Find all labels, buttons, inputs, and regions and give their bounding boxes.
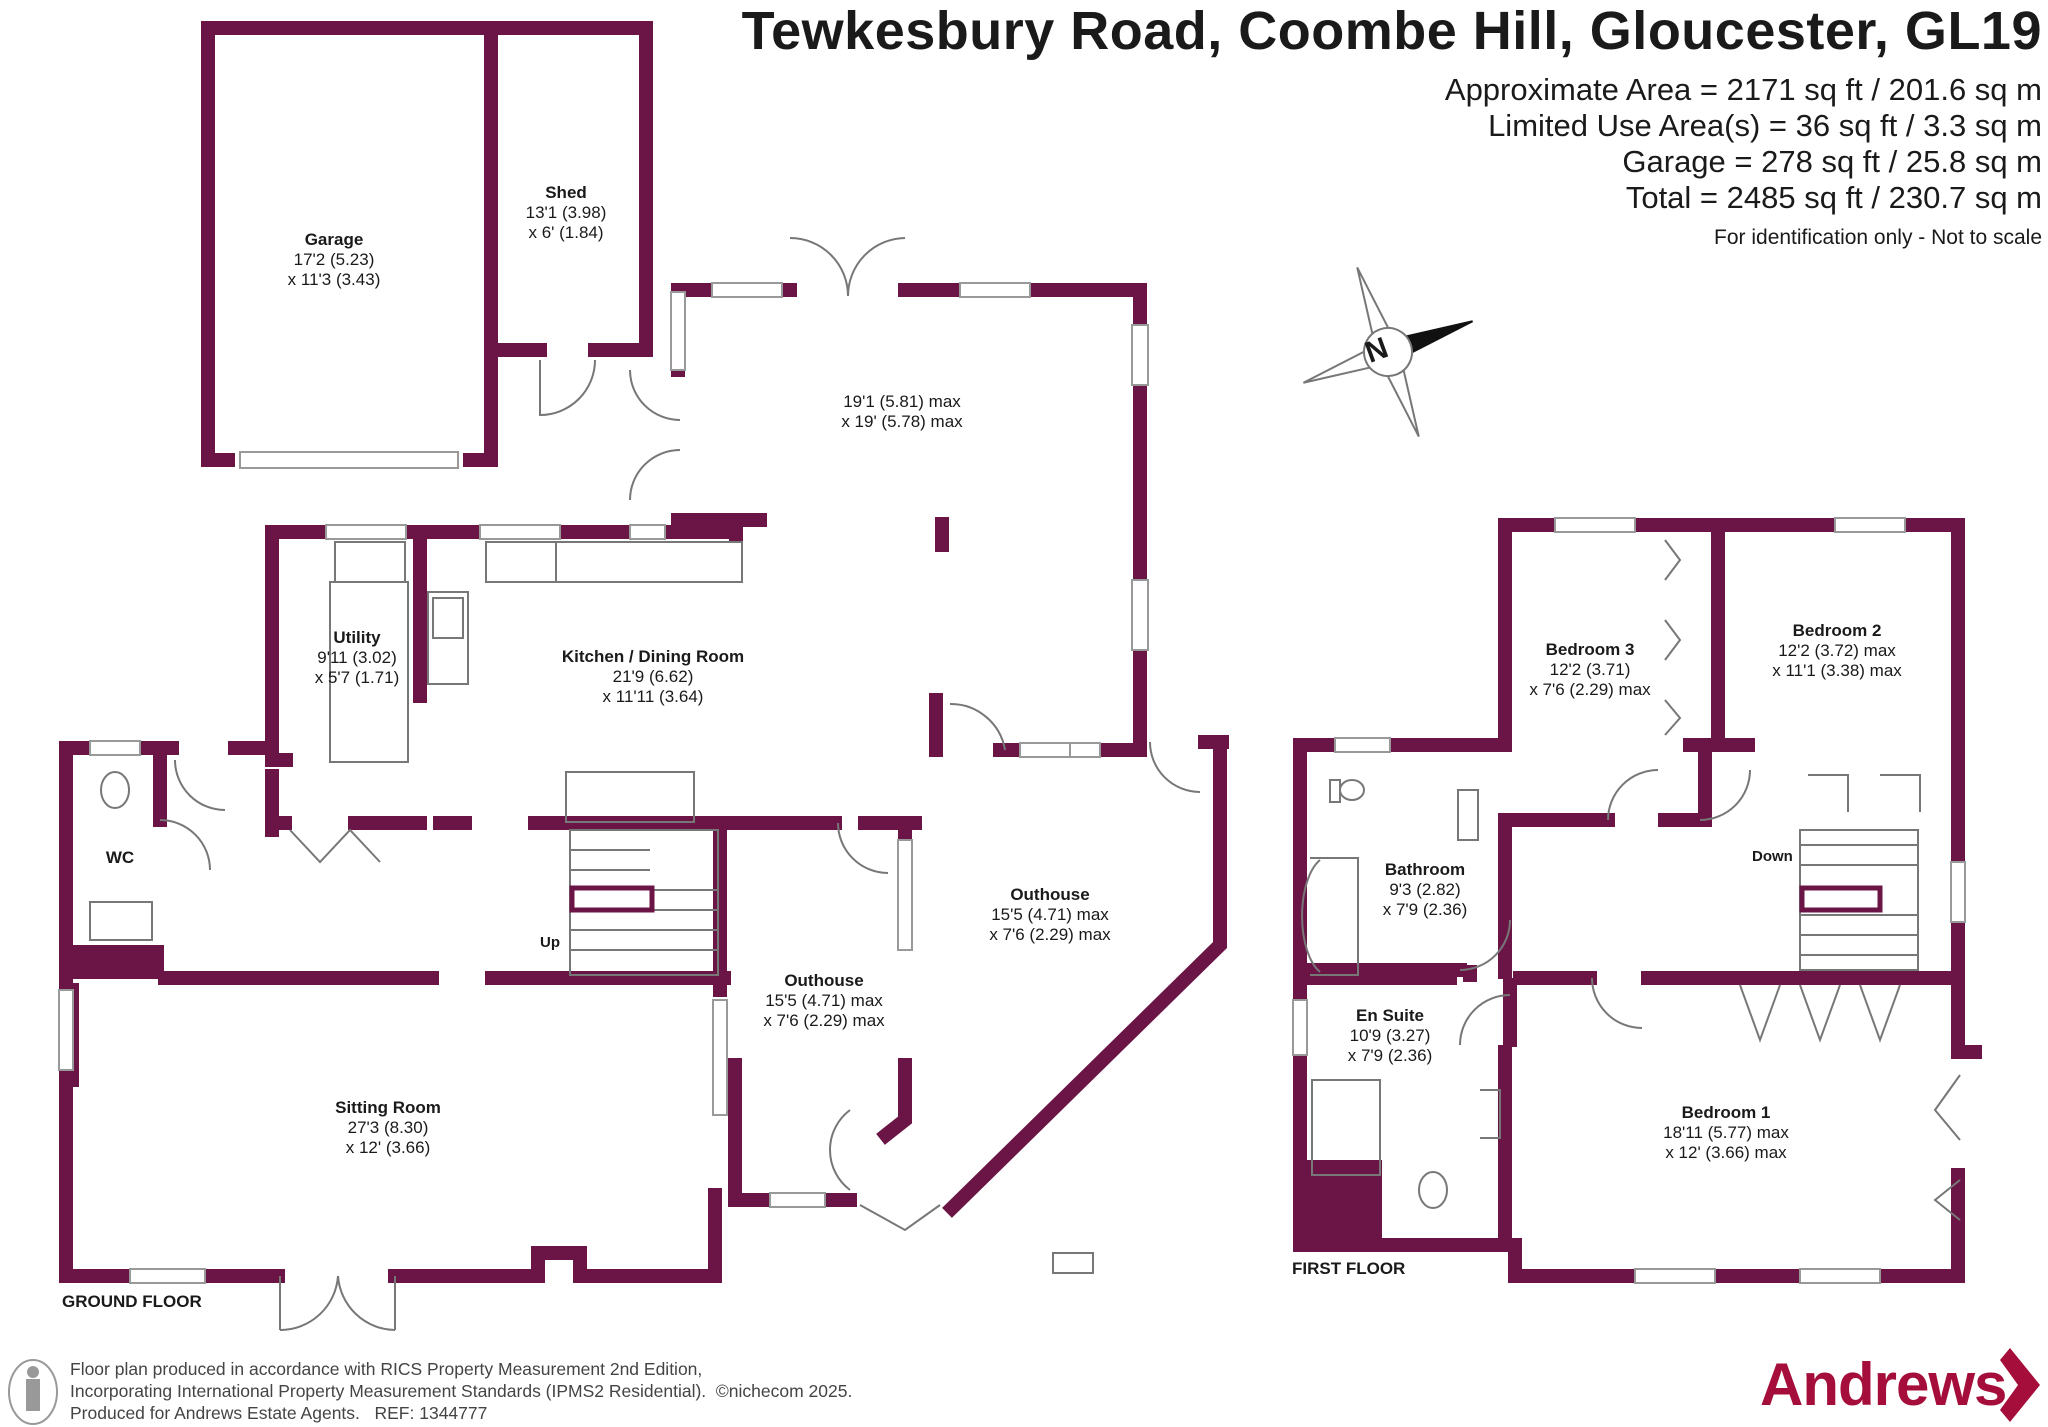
room-outhouse-west: Outhouse 15'5 (4.71) max x 7'6 (2.29) ma… [763,971,884,1031]
room-dim: x 11'11 (3.64) [602,687,704,706]
room-dim: x 7'9 (2.36) [1382,900,1468,919]
wc-solid-block [66,945,164,979]
room-conservatory: 19'1 (5.81) max x 19' (5.78) max [841,392,962,432]
scale-note: For identification only - Not to scale [1714,226,2042,249]
room-bedroom-1: Bedroom 1 18'11 (5.77) max x 12' (3.66) … [1663,1103,1789,1163]
room-name: Bathroom [1384,860,1466,879]
total-area: Total = 2485 sq ft / 230.7 sq m [1625,180,2042,215]
stairs-first [1799,829,1919,971]
room-dim: x 11'3 (3.43) [287,270,381,289]
garage-area: Garage = 278 sq ft / 25.8 sq m [1622,144,2042,179]
room-name: Garage [304,230,364,249]
approximate-area: Approximate Area = 2171 sq ft / 201.6 sq… [1444,72,2042,107]
stairs-up-label: Up [540,934,560,951]
room-dim: 13'1 (3.98) [525,203,607,222]
room-dim: 10'9 (3.27) [1349,1026,1431,1045]
room-shed: Shed 13'1 (3.98) x 6' (1.84) [526,183,607,243]
compass-rose [1302,266,1474,438]
room-dim: x 12' (3.66) [345,1138,431,1157]
fixtures-first [1301,539,1961,1221]
room-bathroom: Bathroom 9'3 (2.82) x 7'9 (2.36) [1383,860,1468,920]
kitchen-fixtures [89,541,1094,1274]
kitchen-wall [265,525,333,767]
room-utility: Utility 9'11 (3.02) x 5'7 (1.71) [315,628,400,688]
room-dim: x 6' (1.84) [528,223,604,242]
room-dim: 19'1 (5.81) max [843,392,961,411]
room-sitting: Sitting Room 27'3 (8.30) x 12' (3.66) [335,1098,441,1158]
windows-first [1292,517,1966,1284]
footer-line-2: Incorporating International Property Mea… [70,1381,707,1401]
room-dim: x 7'6 (2.29) max [1529,680,1651,699]
room-outhouse-east: Outhouse 15'5 (4.71) max x 7'6 (2.29) ma… [989,885,1110,945]
andrews-logo: Andrews [1760,1351,2007,1418]
room-dim: 21'9 (6.62) [612,667,694,686]
room-name: Bedroom 1 [1681,1103,1771,1122]
room-name: Utility [333,628,381,647]
ground-floor-label: GROUND FLOOR [62,1292,202,1311]
room-name: Outhouse [1010,885,1090,904]
outhouse-wall [728,1058,777,1207]
room-dim: 12'2 (3.72) max [1778,641,1896,660]
room-dim: x 7'9 (2.36) [1347,1046,1433,1065]
room-name: Sitting Room [335,1098,441,1117]
stairs-down-label: Down [1752,848,1793,865]
footer-credits: Floor plan produced in accordance with R… [70,1358,852,1424]
conservatory-wall [671,283,797,377]
room-garage: Garage 17'2 (5.23) x 11'3 (3.43) [288,230,381,290]
room-dim: 18'11 (5.77) max [1663,1123,1789,1142]
garage-wall [201,21,653,467]
room-dim: x 7'6 (2.29) max [763,1011,885,1030]
sitting-room-wall [388,1188,722,1283]
room-name: Outhouse [784,971,864,990]
footer-line-3: Produced for Andrews Estate Agents. [70,1403,360,1423]
room-name: Shed [545,183,587,202]
room-dim: x 7'6 (2.29) max [989,925,1111,944]
room-dim: 17'2 (5.23) [293,250,375,269]
person-logo-icon [8,1359,58,1425]
room-dim: x 11'1 (3.38) max [1772,661,1902,680]
footer-ref: REF: 1344777 [374,1403,488,1423]
room-dim: x 5'7 (1.71) [314,668,400,687]
room-bedroom-2: Bedroom 2 12'2 (3.72) max x 11'1 (3.38) … [1772,621,1902,681]
room-name: Kitchen / Dining Room [561,647,745,666]
room-dim: 15'5 (4.71) max [991,905,1109,924]
wc-wall [59,741,285,1283]
room-name: Bedroom 3 [1545,640,1635,659]
doors-ground [159,237,1201,1332]
limited-use-area: Limited Use Area(s) = 36 sq ft / 3.3 sq … [1488,108,2042,143]
first-floor-outer-wall [1498,518,1562,752]
room-dim: 15'5 (4.71) max [765,991,883,1010]
room-dim: x 12' (3.66) max [1665,1143,1787,1162]
room-dim: 27'3 (8.30) [347,1118,429,1137]
room-name: WC [105,848,135,867]
room-en-suite: En Suite 10'9 (3.27) x 7'9 (2.36) [1348,1006,1433,1066]
page-title: Tewkesbury Road, Coombe Hill, Gloucester… [741,1,2042,61]
first-floor-label: FIRST FLOOR [1292,1259,1406,1278]
windows-ground [58,282,1149,1284]
room-name: En Suite [1355,1006,1425,1025]
room-name: Bedroom 2 [1792,621,1882,640]
andrews-chevron-icon [2000,1348,2040,1422]
footer-copyright: ©nichecom 2025. [715,1381,853,1401]
room-dim: x 19' (5.78) max [841,412,963,431]
room-dim: 9'11 (3.02) [317,648,397,667]
room-wc: WC [106,848,134,868]
room-bedroom-3: Bedroom 3 12'2 (3.71) x 7'6 (2.29) max [1529,640,1650,700]
footer-line-1: Floor plan produced in accordance with R… [70,1359,703,1379]
room-dim: 12'2 (3.71) [1549,660,1631,679]
stairs-ground [569,829,719,976]
room-kitchen-dining: Kitchen / Dining Room 21'9 (6.62) x 11'1… [562,647,744,707]
room-dim: 9'3 (2.82) [1389,880,1461,899]
